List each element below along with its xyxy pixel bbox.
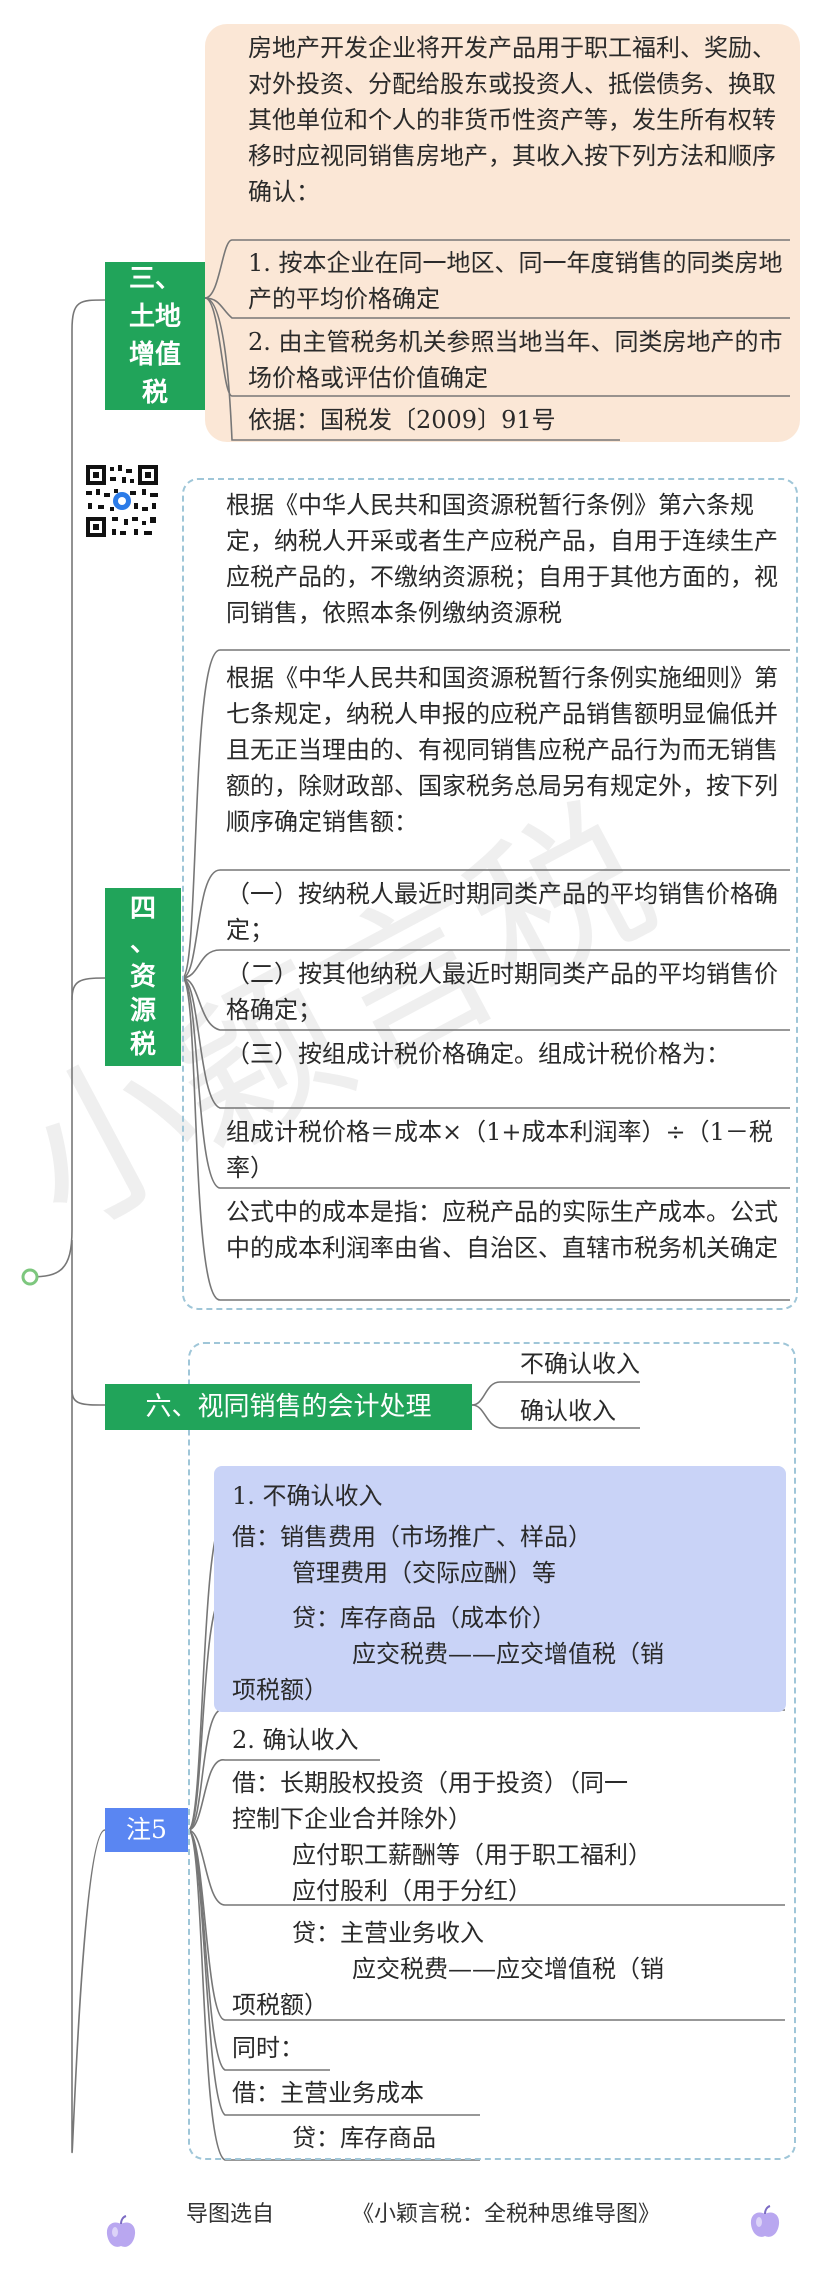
note5-h2: 2. 确认收入 — [232, 1726, 359, 1754]
apple-icon-left — [104, 2214, 138, 2250]
note5-credit1-l1: 贷：库存商品（成本价） — [292, 1604, 556, 1632]
qr-code-icon — [84, 463, 160, 539]
section4-label-text: 四 、 资 源 税 — [129, 894, 156, 1060]
note5-credit2-l1: 贷：主营业务收入 — [292, 1919, 484, 1947]
note5-debit2-l3: 应付职工薪酬等（用于职工福利） — [292, 1841, 652, 1869]
apple-icon-right — [748, 2204, 782, 2240]
section6-opt1: 不确认收入 — [520, 1350, 640, 1378]
section3-intro: 房地产开发企业将开发产品用于职工福利、奖励、对外投资、分配给股东或投资人、抵偿债… — [248, 34, 776, 206]
note5-debit1-l1: 借：销售费用（市场推广、样品） — [232, 1523, 592, 1551]
note5-credit3: 贷：库存商品 — [292, 2124, 436, 2152]
note5-highlight-block — [214, 1466, 786, 1712]
section4-p2: 根据《中华人民共和国资源税暂行条例实施细则》第七条规定，纳税人申报的应税产品销售… — [226, 664, 778, 836]
section6-label-text: 六、视同销售的会计处理 — [145, 1392, 432, 1422]
section4-box — [182, 478, 798, 1310]
section4-label[interactable]: 四 、 资 源 税 — [105, 888, 181, 1066]
section3-basis: 依据：国税发〔2009〕91号 — [248, 406, 556, 434]
note5-label-text: 注5 — [126, 1815, 167, 1844]
note5-debit2-l1: 借：长期股权投资（用于投资）（同一 — [232, 1769, 628, 1797]
section6-label[interactable]: 六、视同销售的会计处理 — [105, 1384, 472, 1430]
root-node — [21, 1268, 39, 1286]
section4-p5: （三）按组成计税价格确定。组成计税价格为： — [226, 1040, 730, 1068]
note5-label[interactable]: 注5 — [105, 1808, 188, 1852]
section6-box — [188, 1342, 796, 2160]
footer-prefix: 导图选自 — [186, 2202, 275, 2227]
note5-debit3: 借：主营业务成本 — [232, 2079, 424, 2107]
section4-p3: （一）按纳税人最近时期同类产品的平均销售价格确定； — [226, 880, 778, 944]
note5-same: 同时： — [232, 2034, 304, 2062]
section4-p6: 组成计税价格＝成本×（1+成本利润率）÷（1－税率） — [226, 1118, 773, 1182]
section3-label[interactable]: 三、 土地 增值 税 — [105, 262, 205, 410]
footer-title: 《小颖言税：全税种思维导图》 — [352, 2202, 661, 2227]
section3-panel — [205, 24, 800, 442]
spine-to-sec3 — [29, 299, 106, 1278]
note5-credit2-l2: 应交税费——应交增值税（销 — [352, 1955, 664, 1983]
note5-credit2-l3: 项税额） — [232, 1991, 328, 2019]
section3-item2: 2. 由主管税务机关参照当地当年、同类房地产的市场价格或评估价值确定 — [248, 328, 783, 392]
note5-debit2-l2: 控制下企业合并除外） — [232, 1805, 472, 1833]
note5-h1: 1. 不确认收入 — [232, 1482, 383, 1510]
section4-p1: 根据《中华人民共和国资源税暂行条例》第六条规定，纳税人开采或者生产应税产品，自用… — [226, 491, 778, 627]
section6-opt2: 确认收入 — [520, 1397, 616, 1425]
note5-debit2-l4: 应付股利（用于分红） — [292, 1877, 532, 1905]
note5-credit1-l2: 应交税费——应交增值税（销 — [352, 1640, 664, 1668]
note5-credit1-l3: 项税额） — [232, 1676, 328, 1704]
section3-label-text: 三、 土地 增值 税 — [128, 264, 181, 408]
section4-p4: （二）按其他纳税人最近时期同类产品的平均销售价格确定； — [226, 960, 778, 1024]
note5-debit1-l2: 管理费用（交际应酬）等 — [292, 1559, 556, 1587]
section4-p7: 公式中的成本是指：应税产品的实际生产成本。公式中的成本利润率由省、自治区、直辖市… — [226, 1198, 778, 1262]
section3-item1: 1. 按本企业在同一地区、同一年度销售的同类房地产的平均价格确定 — [248, 249, 783, 313]
